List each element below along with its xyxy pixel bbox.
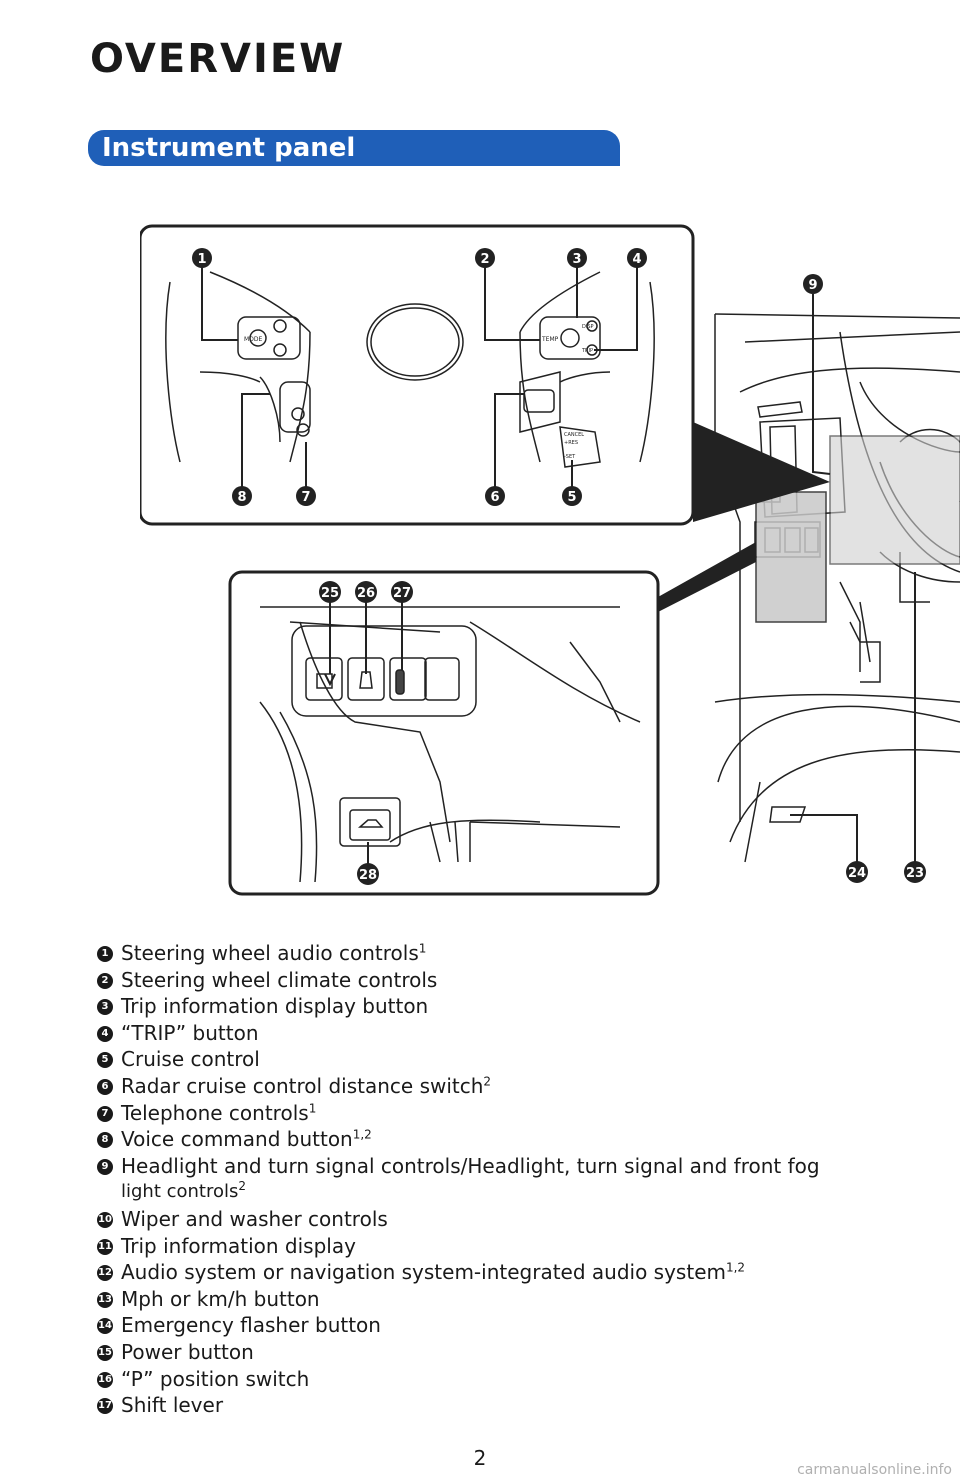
legend-number: 10	[97, 1211, 113, 1228]
legend-number: 13	[97, 1291, 113, 1308]
callout-4: 4	[632, 252, 641, 267]
callout-5: 5	[567, 490, 576, 505]
instrument-panel-illustration: MODE TEMP DISP TRIP CANCEL +RES -SET 1 2…	[140, 224, 960, 896]
page-title: OVERVIEW	[90, 36, 346, 82]
callout-6: 6	[490, 490, 499, 505]
legend-number: 8	[97, 1132, 113, 1149]
callout-8: 8	[237, 490, 246, 505]
legend-number: 1	[97, 946, 113, 962]
cancel-label: CANCEL	[564, 432, 584, 438]
legend-number: 7	[97, 1105, 113, 1122]
callout-25: 25	[321, 586, 339, 601]
callout-badges: 1 2 3 4 5 6 7 8	[192, 248, 647, 506]
legend-continuation: light controls2	[121, 1179, 247, 1203]
legend-number: 4	[97, 1025, 113, 1042]
legend-number: 5	[97, 1052, 113, 1069]
callout-24: 24	[848, 866, 866, 881]
legend-item: 4“TRIP” button	[97, 1020, 917, 1047]
callout-7: 7	[301, 490, 310, 505]
legend-number: 15	[97, 1344, 113, 1361]
legend-number: 17	[97, 1398, 113, 1415]
callout-26: 26	[357, 586, 375, 601]
legend-item: 16“P” position switch	[97, 1366, 310, 1391]
legend-number: 3	[97, 999, 113, 1016]
temp-label: TEMP	[541, 336, 559, 343]
callout-1: 1	[197, 252, 206, 267]
legend-number: 12	[97, 1265, 113, 1282]
section-title: Instrument panel	[102, 133, 356, 163]
disp-label: DISP	[582, 324, 594, 330]
legend-number: 6	[97, 1078, 113, 1095]
callout-3: 3	[572, 252, 581, 267]
steering-controls-inset: MODE TEMP DISP TRIP CANCEL +RES -SET 1 2…	[140, 224, 695, 526]
callout-28: 28	[359, 868, 377, 883]
legend-number: 9	[97, 1158, 113, 1175]
legend-number: 2	[97, 972, 113, 989]
watermark: carmanualsonline.info	[797, 1462, 952, 1478]
callout-23: 23	[906, 866, 924, 881]
mode-label: MODE	[244, 336, 263, 343]
res-label: +RES	[564, 440, 578, 446]
trip-label: TRIP	[581, 348, 593, 354]
legend-number: 14	[97, 1318, 113, 1335]
page-number: 2	[473, 1446, 487, 1470]
callout-2: 2	[480, 252, 489, 267]
set-label: -SET	[564, 454, 576, 460]
legend-number: 16	[97, 1371, 113, 1388]
section-header: Instrument panel	[88, 130, 620, 166]
dashboard-drawing	[714, 313, 960, 863]
lower-switches-inset: 25 26 27 28	[228, 570, 660, 896]
callout-27: 27	[393, 586, 411, 601]
legend-number: 11	[97, 1238, 113, 1255]
callout-9: 9	[808, 278, 817, 293]
